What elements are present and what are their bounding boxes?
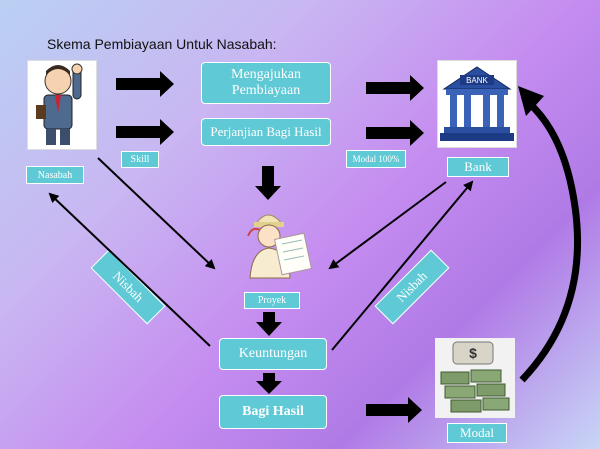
arrow-modal-to-bank-head (518, 86, 544, 116)
bank-building-icon: BANK (437, 60, 517, 148)
arrow-nasabah-to-perjanjian (116, 119, 174, 145)
modal-label: Modal (447, 423, 507, 443)
block-arrows (116, 71, 424, 423)
arrow-mengajukan-to-bank (366, 75, 424, 101)
thin-arrows (48, 157, 474, 351)
nasabah-person-icon (27, 60, 97, 150)
arrow-bagihasil-to-modal (366, 397, 422, 423)
arrow-bank-to-proyek (328, 181, 447, 270)
arrow-keuntungan-to-bagihasil (256, 373, 282, 394)
perjanjian-bagi-hasil-box: Perjanjian Bagi Hasil (201, 118, 331, 146)
arrow-modal-to-bank-curve (519, 101, 582, 383)
bank-label: Bank (447, 157, 509, 177)
arrow-perjanjian-to-proyek (255, 166, 281, 200)
mengajukan-pembiayaan-box: Mengajukan Pembiayaan (201, 62, 331, 104)
skill-label: Skill (121, 151, 159, 168)
arrow-nasabah-to-mengajukan (116, 71, 174, 97)
bank-sign-text: BANK (466, 76, 488, 85)
money-icon: $ (440, 341, 510, 413)
engineer-proyek-icon (238, 206, 314, 288)
arrow-perjanjian-to-bank (366, 120, 424, 146)
businessman-icon (36, 63, 83, 145)
modal-100-label: Modal 100% (346, 150, 406, 168)
arrow-keuntungan-to-nasabah (48, 192, 211, 347)
nasabah-label: Nasabah (26, 166, 84, 184)
bank-icon: BANK (440, 66, 514, 141)
money-sign-text: $ (469, 345, 477, 361)
bagi-hasil-box: Bagi Hasil (219, 395, 327, 429)
arrow-keuntungan-to-bank (331, 180, 474, 351)
keuntungan-box: Keuntungan (219, 338, 327, 370)
money-stack-icon: $ (435, 338, 515, 418)
arrow-proyek-to-keuntungan (256, 312, 282, 336)
engineer-icon (247, 214, 313, 279)
diagram-title: Skema Pembiayaan Untuk Nasabah: (47, 36, 277, 52)
proyek-label: Proyek (244, 292, 300, 309)
arrow-nasabah-to-proyek (97, 157, 216, 270)
